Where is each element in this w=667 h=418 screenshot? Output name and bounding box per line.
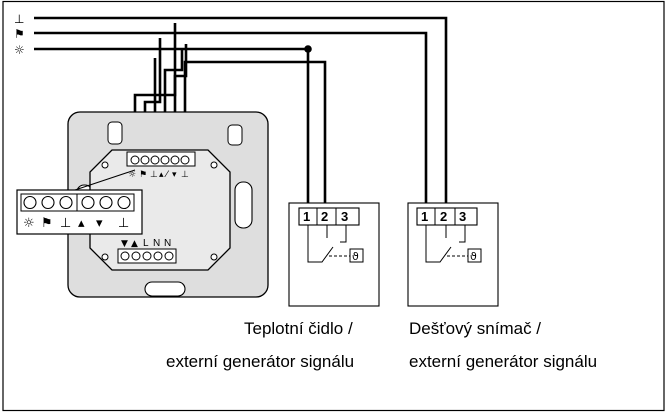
sensor-rain: 1 2 3 ϑ (407, 202, 499, 307)
slot-top-right (227, 124, 243, 146)
thermo-icon: ϑ (352, 250, 359, 263)
top-terminal-symbol: ⁄ (164, 170, 170, 180)
top-terminal (130, 155, 140, 165)
inset-symbol: ☼ (23, 216, 35, 231)
top-terminal-symbol: ☼ (128, 170, 136, 180)
top-terminal (150, 155, 160, 165)
top-terminal-symbol: ⊥ (181, 170, 189, 180)
bottom-terminal-labels: ▼ ▲ L N N (121, 238, 171, 249)
top-terminals (130, 155, 190, 165)
slot-top-left (107, 121, 123, 145)
bottom-terminal (153, 251, 163, 261)
bottom-terminal-label: ▲ (131, 239, 138, 249)
thermo-symbol-box (349, 248, 364, 263)
inset-symbol: ▾ (96, 216, 103, 231)
inset-terminal (41, 195, 55, 210)
bottom-terminal-label: N (164, 238, 171, 249)
sensor-temperature: 1 2 3 ϑ (288, 202, 380, 307)
inset-terminal (117, 195, 131, 210)
sensor-terminal-label: 3 (341, 209, 348, 224)
bottom-terminal-label: L (143, 238, 149, 249)
bottom-terminal (120, 251, 130, 261)
sensor-terminal-strip (416, 207, 478, 226)
rail-label-flag: ⚑ (14, 27, 25, 41)
sensor-caption: Teplotní čidlo / (244, 319, 353, 338)
sensor-terminal-strip (298, 207, 360, 226)
inset-terminal (99, 195, 113, 210)
bottom-terminal-label: N (153, 238, 160, 249)
top-terminal-symbol: ▴ (159, 170, 164, 180)
junction-dot (304, 45, 312, 53)
device-wire-6 (183, 60, 327, 208)
slot-right (234, 181, 253, 229)
inset-symbol: ⚑ (41, 216, 53, 231)
terminal-inset: ☼ ⚑ ⊥ ▴ ▾ ⊥ (16, 189, 143, 235)
bottom-terminal-label: ▼ (121, 239, 128, 249)
sensor-terminal-label: 3 (459, 209, 466, 224)
sensor-caption: externí generátor signálu (409, 352, 598, 371)
screw-hole (210, 161, 218, 169)
slot-bottom (144, 281, 186, 297)
bottom-terminal (131, 251, 141, 261)
bottom-terminal (142, 251, 152, 261)
sensor-terminal-label: 2 (440, 209, 447, 224)
relay-contact (425, 225, 466, 263)
rail-wire-ground (34, 16, 448, 208)
top-terminal-symbol: ⊥ (150, 170, 158, 180)
inset-symbol: ▴ (78, 216, 85, 231)
screw-hole (210, 253, 218, 261)
bottom-terminal (164, 251, 174, 261)
rail-wire-flag (34, 31, 428, 208)
sensor-terminal-label: 2 (321, 209, 328, 224)
inset-terminal (81, 195, 95, 210)
top-terminal-symbol: ▾ (172, 170, 177, 180)
top-terminal (170, 155, 180, 165)
sensor-terminal-label: 1 (421, 209, 428, 224)
sensor-caption: Dešťový snímač / (409, 319, 542, 338)
top-terminal (180, 155, 190, 165)
actuator-device: ☼ ⚑ ⊥ ▴ ⁄ ▾ ⊥ ▼ ▲ L N N (67, 111, 269, 298)
inset-terminal (59, 195, 73, 210)
rail-label-ground: ⊥ (14, 12, 24, 26)
screw-hole (101, 253, 109, 261)
thermo-icon: ϑ (470, 250, 477, 263)
inset-terminals (23, 195, 131, 210)
inset-symbol: ⊥ (60, 216, 71, 231)
top-terminal (160, 155, 170, 165)
top-terminal (140, 155, 150, 165)
sensor-terminal-label: 1 (303, 209, 310, 224)
diagram-frame (2, 0, 665, 412)
screw-hole (101, 161, 109, 169)
rail-label-sun: ☼ (14, 43, 25, 57)
thermo-symbol-box (467, 248, 482, 263)
sensor-caption: externí generátor signálu (166, 352, 355, 371)
inset-symbol: ⊥ (118, 216, 129, 231)
inset-terminal (23, 195, 37, 210)
relay-contact (307, 225, 347, 263)
top-terminal-symbol: ⚑ (139, 170, 147, 180)
bottom-terminals (120, 251, 174, 261)
